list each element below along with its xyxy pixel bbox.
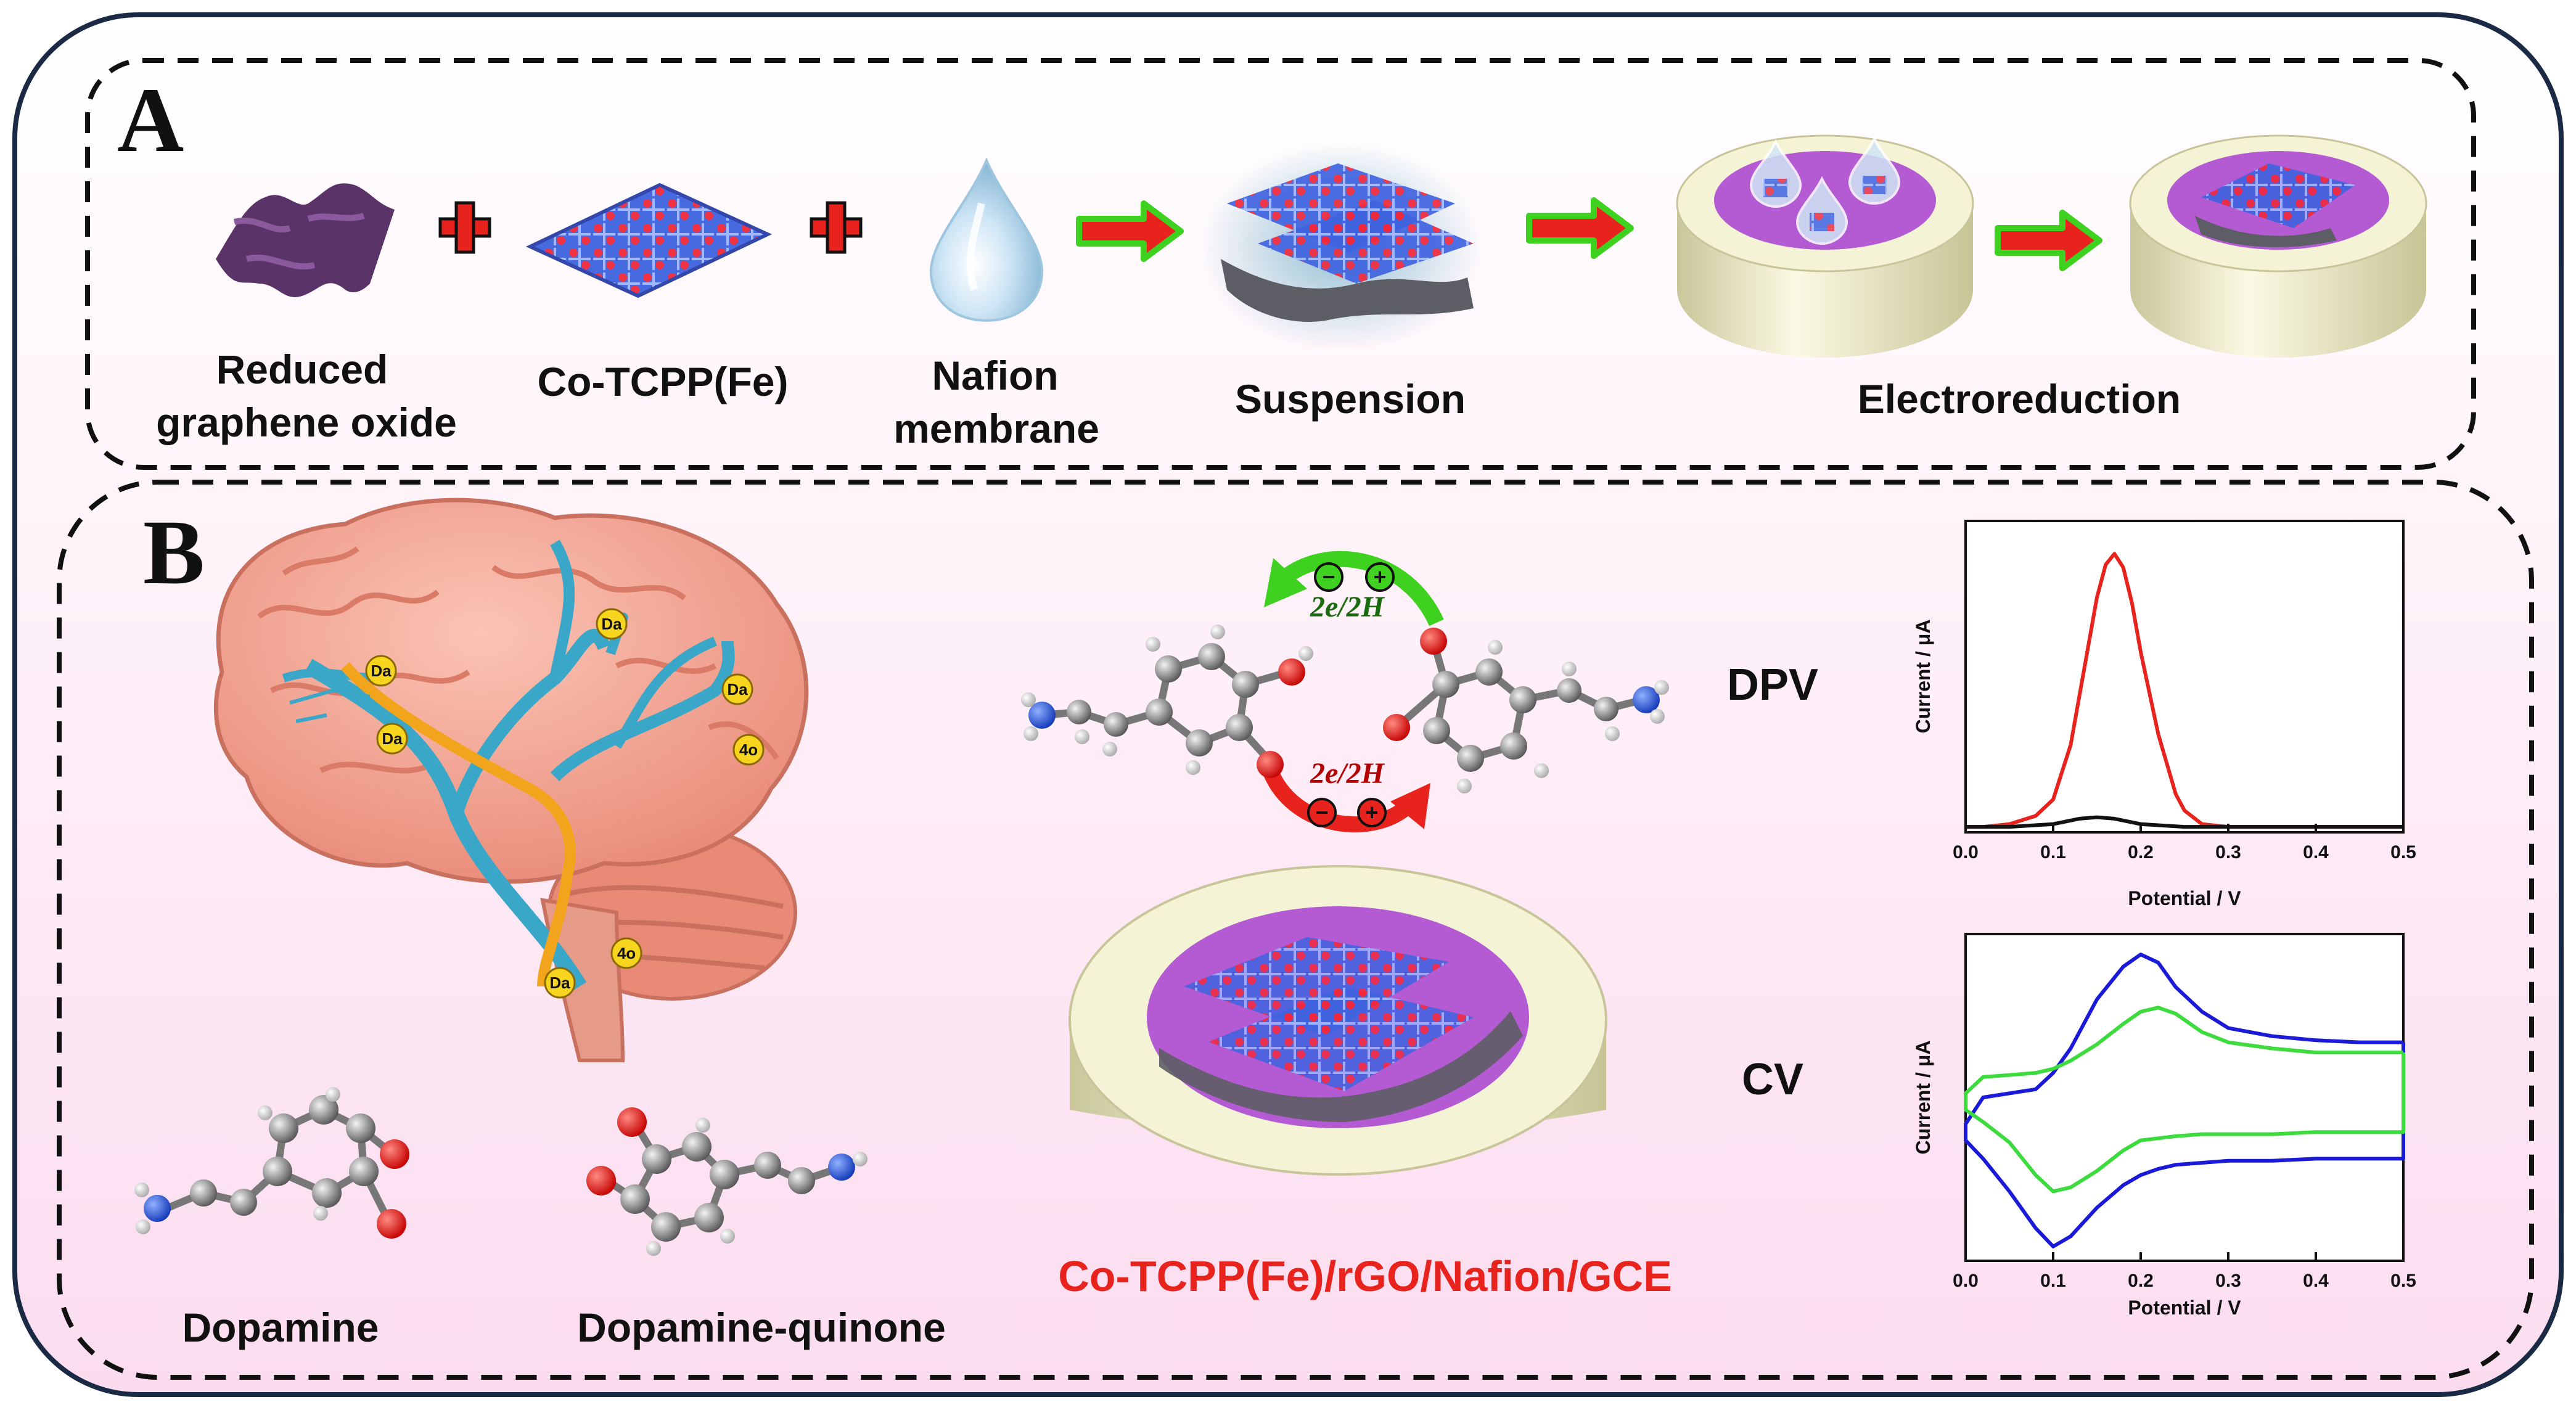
cv-x-tick-label-2: 0.2 xyxy=(2128,1271,2154,1291)
rgo-label-line2: graphene oxide xyxy=(156,400,457,445)
dpv-ylabel: Current / μA xyxy=(1912,620,1934,734)
svg-text:4o: 4o xyxy=(617,944,636,962)
redox-reaction: − + 2e/2H 2e/2H − + xyxy=(1021,551,1669,833)
brain-tag-4: Da xyxy=(721,673,753,705)
dpv-x-tick-label-2: 0.2 xyxy=(2128,842,2154,863)
cv-series-2-line xyxy=(1964,1006,2405,1194)
panel-b: B Da xyxy=(57,480,2534,1380)
dpv-x-tick-label-3: 0.3 xyxy=(2215,842,2241,863)
cv-x-tick-label-0: 0.0 xyxy=(1953,1271,1979,1291)
dpv-x-tick-label-1: 0.1 xyxy=(2040,842,2066,863)
panel-b-letter: B xyxy=(143,501,205,604)
cv-x-tick-label-3: 0.3 xyxy=(2215,1271,2241,1291)
svg-text:4o: 4o xyxy=(739,740,758,759)
dopamine-quinone-label: Dopamine-quinone xyxy=(577,1305,946,1350)
process-arrow-3 xyxy=(1995,210,2102,271)
cv-x-tick-label-1: 0.1 xyxy=(2040,1271,2066,1291)
brain-tag-7: 4o xyxy=(610,937,642,969)
svg-text:−: − xyxy=(1315,800,1328,825)
dpv-xlabel: Potential / V xyxy=(2128,887,2241,909)
dpv-x-tick-label-0: 0.0 xyxy=(1953,842,1979,863)
electroreduction-label: Electroreduction xyxy=(1858,376,2181,422)
brain-illustration: Da Da Da Da 4o Da xyxy=(213,498,809,1062)
nafion-label-line2: membrane xyxy=(893,406,1099,451)
suspension-label: Suspension xyxy=(1235,376,1466,422)
svg-text:+: + xyxy=(1365,800,1378,825)
modified-electrode xyxy=(2129,134,2427,358)
dpv-series-2-line xyxy=(1966,815,2403,829)
electrode-name-label: Co-TCPP(Fe)/rGO/Nafion/GCE xyxy=(1058,1252,1672,1300)
reaction-label-top: 2e/2H xyxy=(1310,591,1385,623)
cv-xlabel: Potential / V xyxy=(2128,1297,2241,1319)
electron-minus-bottom: − xyxy=(1307,798,1337,827)
svg-text:Da: Da xyxy=(382,729,403,748)
electron-minus-top: − xyxy=(1314,562,1343,592)
rgo-illustration xyxy=(216,183,395,298)
modified-electrode-large xyxy=(1069,865,1607,1176)
cotcpp-sheet xyxy=(525,182,773,298)
svg-text:+: + xyxy=(1373,564,1386,589)
reaction-quinone xyxy=(1383,628,1669,793)
rgo-label-line1: Reduced xyxy=(216,346,388,392)
reaction-label-bottom: 2e/2H xyxy=(1310,757,1385,790)
cv-x-tick-label-4: 0.4 xyxy=(2303,1271,2329,1291)
dpv-chart: 0.0 0.1 0.2 0.3 0.4 0.5 Potential / V Current… xyxy=(1912,520,2416,909)
cv-label: CV xyxy=(1742,1055,1803,1104)
panel-a-letter: A xyxy=(117,69,184,171)
dopamine-molecule xyxy=(134,1087,409,1239)
proton-plus-top: + xyxy=(1365,562,1395,592)
brain-tag-3: Da xyxy=(596,608,628,640)
reaction-dopamine xyxy=(1021,625,1313,778)
svg-text:−: − xyxy=(1322,564,1335,589)
svg-text:Da: Da xyxy=(601,615,622,633)
dopamine-label: Dopamine xyxy=(182,1305,379,1350)
electrode-with-drops xyxy=(1676,134,1974,358)
svg-text:Da: Da xyxy=(371,662,392,680)
dpv-x-tick-label-5: 0.5 xyxy=(2390,842,2416,863)
nafion-label-line1: Nafion xyxy=(932,353,1058,398)
svg-text:Da: Da xyxy=(549,973,570,992)
plus-sign-1 xyxy=(438,201,491,254)
panel-a-border xyxy=(85,58,2476,470)
svg-text:Da: Da xyxy=(727,680,748,699)
cv-x-tick-label-5: 0.5 xyxy=(2390,1271,2416,1291)
suspension-illustration xyxy=(1199,142,1483,351)
plus-sign-2 xyxy=(810,201,863,254)
panel-b-border xyxy=(57,480,2534,1380)
nafion-drop xyxy=(929,157,1044,322)
process-arrow-2 xyxy=(1526,197,1634,259)
proton-plus-bottom: + xyxy=(1357,798,1387,827)
cv-ylabel: Current / μA xyxy=(1912,1041,1934,1155)
brain-tag-2: Da xyxy=(376,723,408,755)
process-arrow-1 xyxy=(1076,200,1184,262)
panel-a: A Reduced graphene oxide Co-TCPP(Fe) Naf… xyxy=(85,58,2476,470)
brain-tag-1: Da xyxy=(365,655,397,687)
cv-chart: 0.0 0.1 0.2 0.3 0.4 0.5 Potential / V Current… xyxy=(1912,933,2416,1319)
brain-tag-6: Da xyxy=(544,967,576,999)
dpv-plot-area xyxy=(1964,520,2405,834)
cotcpp-label: Co-TCPP(Fe) xyxy=(538,359,789,404)
dopamine-quinone-molecule xyxy=(586,1107,868,1256)
brain-tag-5: 4o xyxy=(732,734,765,766)
outer-frame xyxy=(12,12,2564,1397)
dpv-label: DPV xyxy=(1727,660,1818,710)
cv-plot-area xyxy=(1964,933,2405,1262)
dpv-x-tick-label-4: 0.4 xyxy=(2303,842,2329,863)
cv-series-1-line xyxy=(1964,953,2405,1248)
